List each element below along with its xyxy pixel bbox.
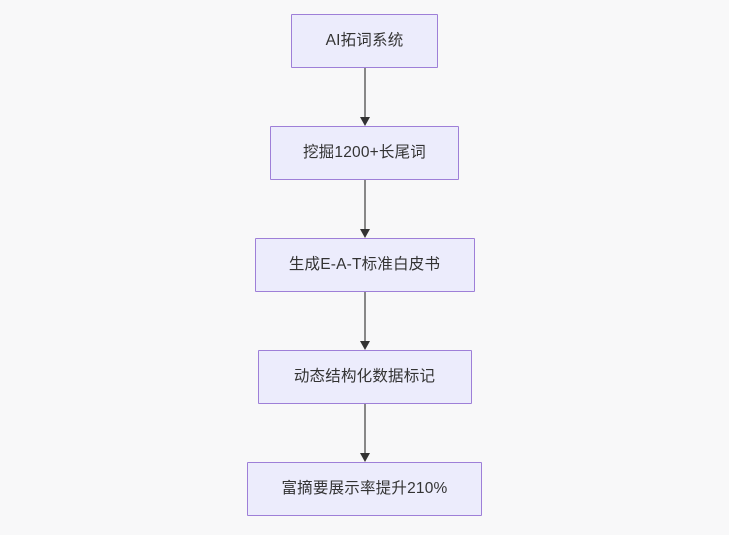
edge-line [363, 292, 366, 341]
flowchart-edge-n2-n3 [358, 292, 372, 350]
flowchart-node-label: 动态结构化数据标记 [293, 368, 436, 386]
flowchart-node-label: 富摘要展示率提升210% [281, 480, 448, 498]
flowchart-edge-n3-n4 [358, 404, 372, 462]
flowchart-node-dynamic-structured-data-markup[interactable]: 动态结构化数据标记 [257, 350, 472, 404]
flowchart-node-generate-eat-whitepaper[interactable]: 生成E-A-T标准白皮书 [254, 238, 475, 292]
flowchart-node-mine-longtail-keywords[interactable]: 挖掘1200+长尾词 [270, 126, 459, 180]
edge-line [363, 68, 366, 117]
flowchart-node-label: 生成E-A-T标准白皮书 [288, 256, 441, 274]
arrowhead-icon [359, 229, 370, 238]
flowchart-node-label: 挖掘1200+长尾词 [302, 144, 427, 162]
flowchart-node-ai-keyword-system[interactable]: AI拓词系统 [291, 14, 438, 68]
flowchart-node-label: AI拓词系统 [325, 32, 404, 50]
flowchart-edge-n1-n2 [358, 180, 372, 238]
arrowhead-icon [359, 341, 370, 350]
arrowhead-icon [359, 453, 370, 462]
edge-line [363, 180, 366, 229]
arrowhead-icon [359, 117, 370, 126]
flowchart-node-rich-snippet-impression-lift[interactable]: 富摘要展示率提升210% [247, 462, 482, 516]
flowchart-edge-n0-n1 [358, 68, 372, 126]
edge-line [363, 404, 366, 453]
